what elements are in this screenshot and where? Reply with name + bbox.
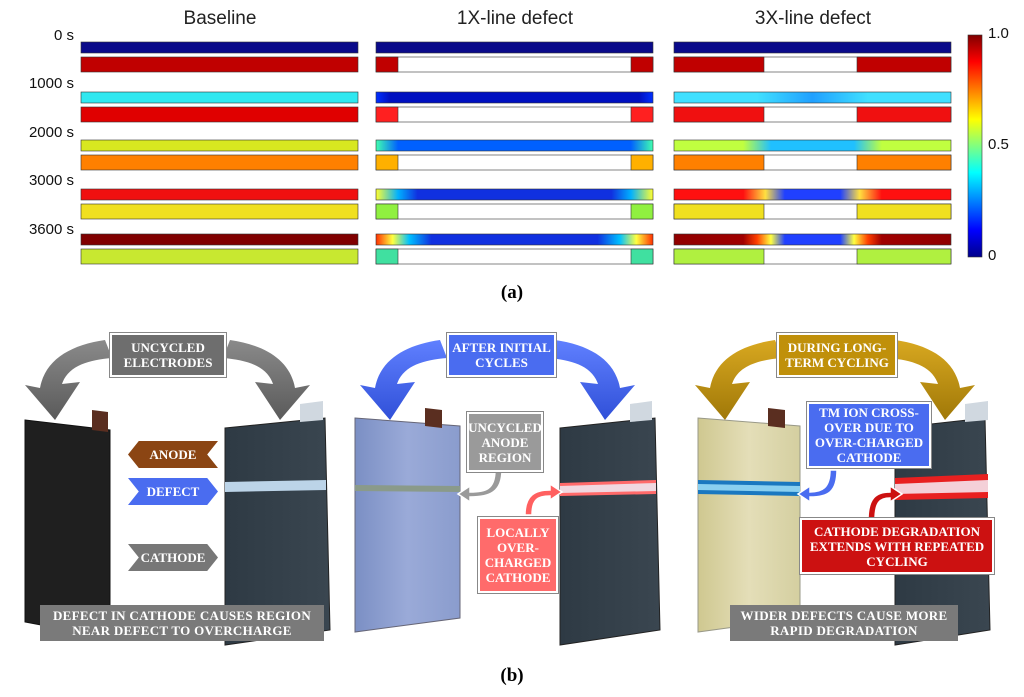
colorbar-tick-min: 0 bbox=[988, 247, 997, 264]
baseline-cathode-2000s bbox=[80, 154, 359, 171]
curved-arrow-icon bbox=[867, 484, 904, 521]
label-tm-ion-crossover: TM ION CROSS-OVER DUE TO OVER-CHARGED CA… bbox=[807, 402, 931, 468]
baseline-cathode-1000s bbox=[80, 106, 359, 123]
group-uncycled bbox=[24, 340, 331, 646]
baseline-anode-2000s bbox=[80, 139, 359, 152]
col-title-baseline: Baseline bbox=[183, 8, 257, 29]
1x-defect-column bbox=[375, 41, 654, 265]
baseline-anode-1000s bbox=[80, 91, 359, 104]
col-title-3x-defect: 3X-line defect bbox=[754, 8, 872, 29]
baseline-anode-3000s bbox=[80, 188, 359, 201]
panel-label-b: (b) bbox=[500, 665, 524, 686]
group-longterm bbox=[695, 340, 991, 646]
arrow-right-icon bbox=[223, 340, 310, 420]
curved-arrow-icon bbox=[524, 482, 564, 516]
panel-label-a: (a) bbox=[500, 282, 524, 303]
defect-tag: DEFECT bbox=[128, 478, 218, 505]
3x-defect-column bbox=[673, 41, 952, 265]
arrow-right-icon bbox=[548, 340, 635, 420]
header-during-long-term-cycling: DURING LONG-TERM CYCLING bbox=[777, 333, 897, 377]
header-after-initial-cycles: AFTER INITIAL CYCLES bbox=[447, 333, 556, 377]
baseline-anode-0s bbox=[80, 41, 359, 54]
anode-tag: ANODE bbox=[128, 441, 218, 468]
time-label-3000: 3000 s bbox=[28, 172, 74, 189]
group-initial bbox=[354, 340, 661, 646]
label-cathode-degradation: CATHODE DEGRADATION EXTENDS WITH REPEATE… bbox=[800, 518, 994, 574]
cathode-tag: CATHODE bbox=[128, 544, 218, 571]
caption-wider-defects: WIDER DEFECTS CAUSE MORE RAPID DEGRADATI… bbox=[730, 605, 958, 641]
col-title-1x-defect: 1X-line defect bbox=[456, 8, 574, 29]
arrow-right-icon bbox=[888, 340, 975, 420]
label-uncycled-anode-region: UNCYCLED ANODE REGION bbox=[467, 412, 543, 472]
time-label-3600: 3600 s bbox=[28, 221, 74, 238]
colorbar bbox=[967, 34, 983, 258]
arrow-left-icon bbox=[25, 340, 112, 420]
time-label-0: 0 s bbox=[53, 27, 74, 44]
baseline-cathode-3600s bbox=[80, 248, 359, 265]
baseline-cathode-0s bbox=[80, 56, 359, 73]
arrow-left-icon bbox=[695, 340, 782, 420]
time-label-1000: 1000 s bbox=[28, 75, 74, 92]
baseline-column bbox=[80, 41, 359, 265]
baseline-anode-3600s bbox=[80, 233, 359, 246]
baseline-cathode-3000s bbox=[80, 203, 359, 220]
label-locally-overcharged-cathode: LOCALLY OVER-CHARGED CATHODE bbox=[478, 517, 558, 593]
curved-arrow-icon bbox=[456, 469, 503, 504]
time-label-2000: 2000 s bbox=[28, 124, 74, 141]
simulation-heatmap-grid bbox=[80, 34, 983, 265]
colorbar-tick-mid: 0.5 bbox=[988, 136, 1009, 153]
caption-defect-overcharge: DEFECT IN CATHODE CAUSES REGION NEAR DEF… bbox=[40, 605, 324, 641]
colorbar-tick-max: 1.0 bbox=[988, 25, 1009, 42]
curved-arrow-icon bbox=[796, 469, 838, 504]
arrow-left-icon bbox=[360, 340, 447, 420]
electrode-diagrams bbox=[24, 340, 991, 646]
header-uncycled-electrodes: UNCYCLED ELECTRODES bbox=[110, 333, 226, 377]
